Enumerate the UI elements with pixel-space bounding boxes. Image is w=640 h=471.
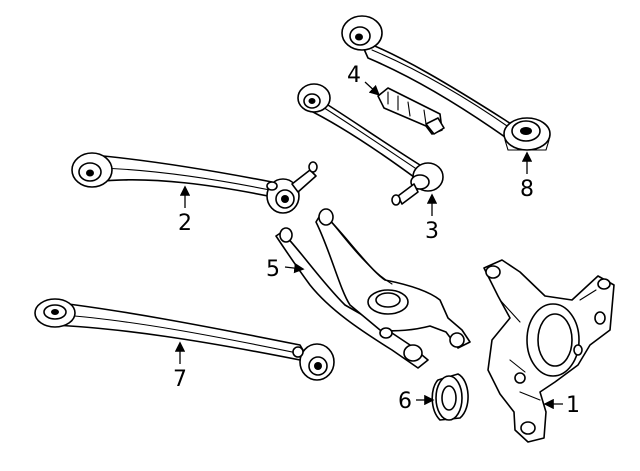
bushing-8-right — [503, 117, 551, 151]
callout-8: 8 — [520, 151, 534, 202]
ball-joint-3 — [391, 162, 444, 206]
part-4-bracket — [377, 87, 445, 135]
bushing-2-left — [71, 152, 113, 188]
callout-label-1: 1 — [566, 393, 580, 418]
callout-6: 6 — [398, 389, 435, 414]
callout-4: 4 — [347, 63, 380, 96]
part-7-lateral-link — [34, 298, 335, 381]
part-1-knuckle — [483, 259, 615, 443]
part-3-toe-link — [297, 83, 444, 206]
bushing-8-left — [341, 15, 383, 51]
callout-label-6: 6 — [398, 389, 412, 414]
part-6-bushing — [431, 373, 469, 421]
part-8-upper-control-arm — [341, 15, 551, 151]
spring-seat-5 — [367, 289, 409, 315]
bushing-7-right — [292, 343, 335, 381]
callout-1: 1 — [543, 393, 580, 418]
callout-label-4: 4 — [347, 63, 361, 88]
part-2-control-arm — [71, 152, 318, 214]
callout-label-3: 3 — [425, 219, 439, 244]
part-5-lower-control-arm — [275, 208, 471, 369]
callout-7: 7 — [173, 341, 187, 392]
callout-label-2: 2 — [178, 211, 192, 236]
callout-3: 3 — [425, 193, 439, 244]
callout-label-7: 7 — [173, 367, 187, 392]
callout-label-8: 8 — [520, 177, 534, 202]
bushing-7-left — [34, 298, 76, 328]
callout-5: 5 — [266, 257, 305, 282]
callout-label-5: 5 — [266, 257, 280, 282]
ball-joint-2 — [266, 161, 318, 214]
bushing-3-upper — [297, 83, 331, 113]
callout-2: 2 — [178, 185, 192, 236]
